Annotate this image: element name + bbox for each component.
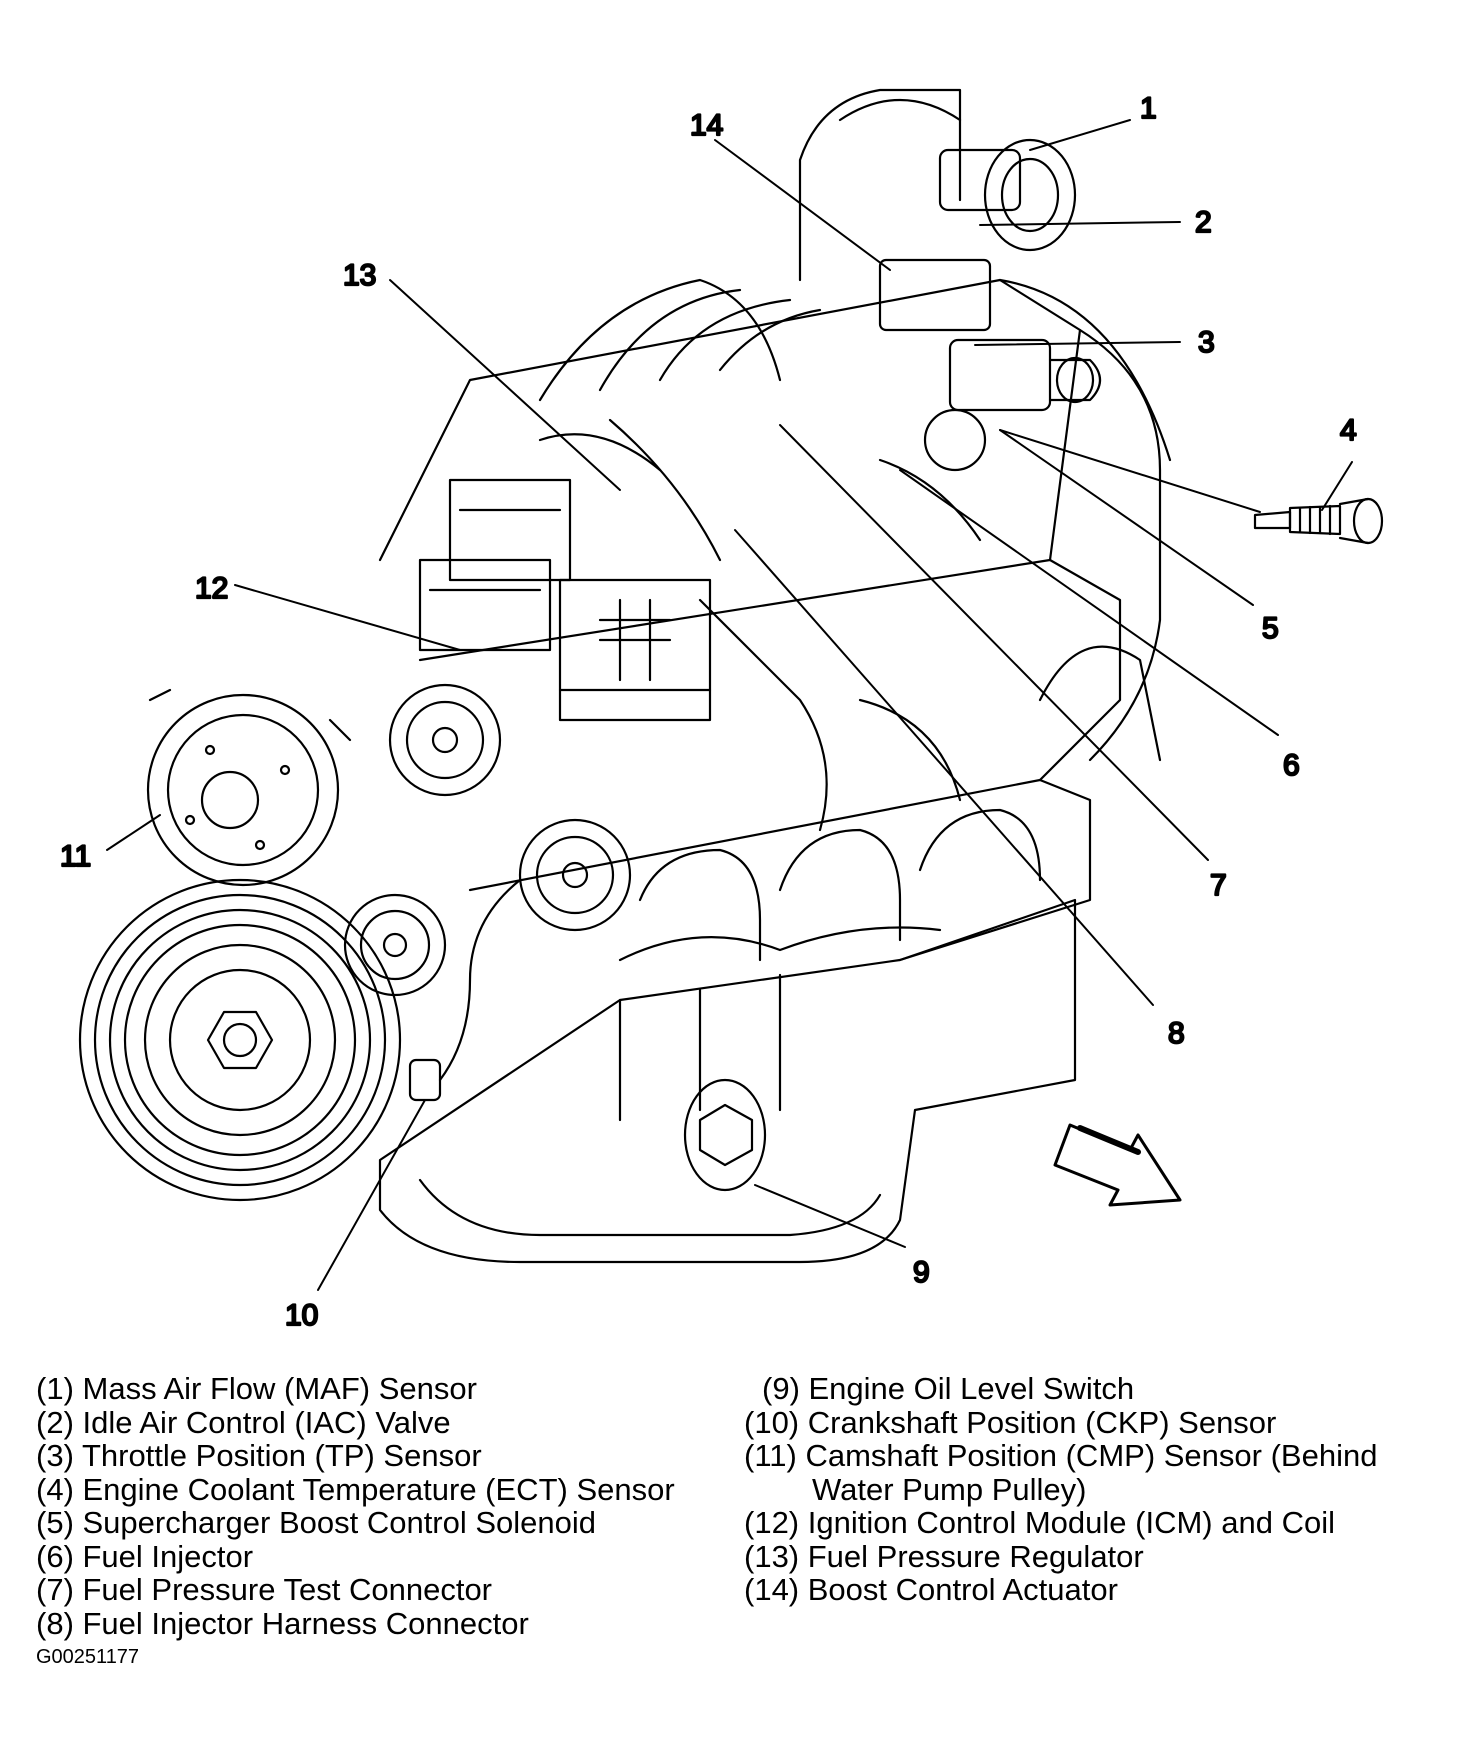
leader-line-11 <box>106 814 161 851</box>
callout-8: 8 <box>1168 1017 1185 1050</box>
leader-line-9 <box>754 1184 906 1248</box>
legend-item-4: (4) Engine Coolant Temperature (ECT) Sen… <box>36 1471 675 1507</box>
callout-6: 6 <box>1283 749 1300 782</box>
leader-line-4 <box>1321 461 1353 511</box>
callout-12: 12 <box>195 572 228 605</box>
intake-manifold-drawing <box>538 88 962 402</box>
crankshaft-pulley-drawing <box>78 878 402 1202</box>
ect-sensor-drawing <box>1253 497 1384 545</box>
leader-line-5b <box>999 429 1254 606</box>
legend-left-column: (1) Mass Air Flow (MAF) Sensor (2) Idle … <box>36 1372 675 1640</box>
ignition-coil-pack-drawing <box>418 478 712 722</box>
legend-right-column: (9) Engine Oil Level Switch (10) Cranksh… <box>744 1372 1377 1607</box>
leader-line-6 <box>899 469 1279 736</box>
front-direction-arrow <box>1053 1123 1182 1207</box>
wiring-harness-drawing <box>538 418 982 832</box>
legend-item-5: (5) Supercharger Boost Control Solenoid <box>36 1505 597 1540</box>
leader-line-3 <box>974 341 1181 346</box>
callout-7: 7 <box>1210 869 1227 902</box>
legend-item-3: (3) Throttle Position (TP) Sensor <box>36 1438 482 1473</box>
callout-14: 14 <box>690 109 723 142</box>
figure-id: G00251177 <box>36 1646 140 1668</box>
callout-1: 1 <box>1140 92 1157 125</box>
leader-line-5 <box>999 429 1261 513</box>
callout-10: 10 <box>285 1299 318 1330</box>
legend-item-13: (13) Fuel Pressure Regulator <box>744 1538 1144 1574</box>
legend-item-12: (12) Ignition Control Module (ICM) and C… <box>744 1505 1335 1540</box>
legend-item-1: (1) Mass Air Flow (MAF) Sensor <box>36 1371 477 1406</box>
leader-line-10 <box>317 1099 426 1291</box>
leader-line-14 <box>714 139 891 271</box>
leader-line-8 <box>734 529 1154 1006</box>
leader-line-1 <box>1029 119 1131 151</box>
throttle-body-drawing <box>878 138 1102 472</box>
callout-4: 4 <box>1340 414 1357 447</box>
engine-component-diagram: 1 2 3 4 5 6 7 8 9 10 11 12 13 14 <box>59 88 1384 1330</box>
leader-line-12 <box>234 584 461 651</box>
callout-9: 9 <box>913 1256 930 1289</box>
legend-item-11-continued: Water Pump Pulley) <box>812 1471 1087 1507</box>
callout-11: 11 <box>60 840 91 873</box>
legend-item-11: (11) Camshaft Position (CMP) Sensor (Beh… <box>744 1438 1378 1473</box>
exhaust-manifold-drawing <box>618 645 1162 962</box>
callout-labels: 1 2 3 4 5 6 7 8 9 10 11 12 13 14 <box>59 91 1358 1330</box>
legend-item-9: (9) Engine Oil Level Switch <box>762 1371 1135 1406</box>
leader-line-7 <box>779 424 1209 861</box>
leader-line-13 <box>389 279 621 491</box>
legend-item-2: (2) Idle Air Control (IAC) Valve <box>36 1404 451 1440</box>
ckp-sensor-drawing <box>408 878 522 1102</box>
legend-item-8: (8) Fuel Injector Harness Connector <box>36 1605 529 1641</box>
leader-line-2 <box>979 221 1181 226</box>
callout-13: 13 <box>343 259 376 292</box>
idler-pulleys-drawing <box>343 683 632 997</box>
legend-item-10: (10) Crankshaft Position (CKP) Sensor <box>744 1404 1277 1440</box>
oil-level-switch-drawing <box>683 1078 767 1192</box>
water-pump-pulley-drawing <box>146 688 352 887</box>
leader-lines <box>106 119 1353 1291</box>
engine-block-drawing <box>378 278 1172 1264</box>
callout-2: 2 <box>1195 206 1212 239</box>
legend-item-7: (7) Fuel Pressure Test Connector <box>36 1572 493 1607</box>
callout-5: 5 <box>1262 612 1279 645</box>
legend-item-14: (14) Boost Control Actuator <box>744 1572 1118 1607</box>
legend-item-6: (6) Fuel Injector <box>36 1538 254 1574</box>
callout-3: 3 <box>1198 326 1215 359</box>
